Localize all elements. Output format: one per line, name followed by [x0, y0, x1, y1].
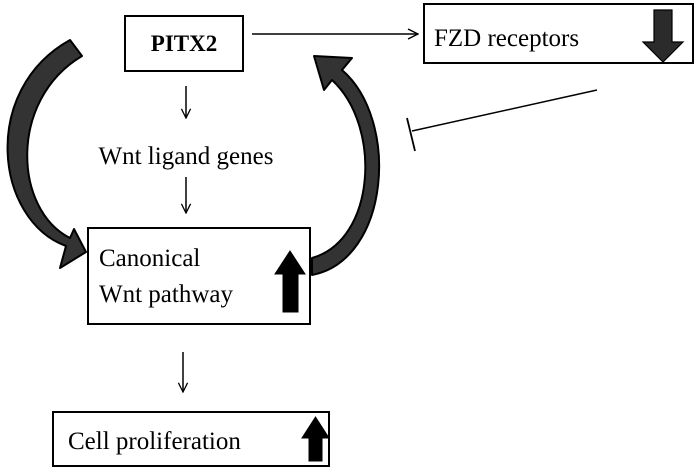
fzd-node: FZD receptors — [423, 3, 694, 64]
canonical-label-line1: Canonical — [99, 245, 200, 272]
pitx2-box — [124, 15, 244, 72]
canonical-node: Canonical Wnt pathway — [87, 227, 311, 325]
fzd-inhibition-edge — [406, 89, 598, 152]
pitx2-node: PITX2 — [124, 15, 244, 72]
canonical-box — [87, 227, 311, 325]
cell-prolif-label: Cell proliferation — [68, 428, 241, 455]
left-curved-arrow-body — [6, 39, 87, 269]
fzd-box — [423, 3, 694, 64]
left-curved-arrow — [6, 39, 87, 269]
wnt-ligand-label: Wnt ligand genes — [99, 143, 274, 170]
cell-prolif-node: Cell proliferation — [52, 411, 330, 467]
cell-prolif-up-arrow-icon — [301, 416, 330, 462]
canonical-up-arrow-icon — [274, 250, 306, 313]
pitx2-label: PITX2 — [151, 31, 217, 56]
fzd-label: FZD receptors — [434, 25, 579, 52]
right-curved-arrow-body — [311, 55, 381, 276]
inhibition-line — [411, 89, 598, 132]
cell-prolif-box — [52, 411, 330, 467]
right-curved-arrow — [311, 55, 381, 276]
fzd-down-arrow-icon — [641, 9, 685, 63]
inhibition-bar — [406, 117, 416, 152]
canonical-label-line2: Wnt pathway — [99, 281, 233, 308]
